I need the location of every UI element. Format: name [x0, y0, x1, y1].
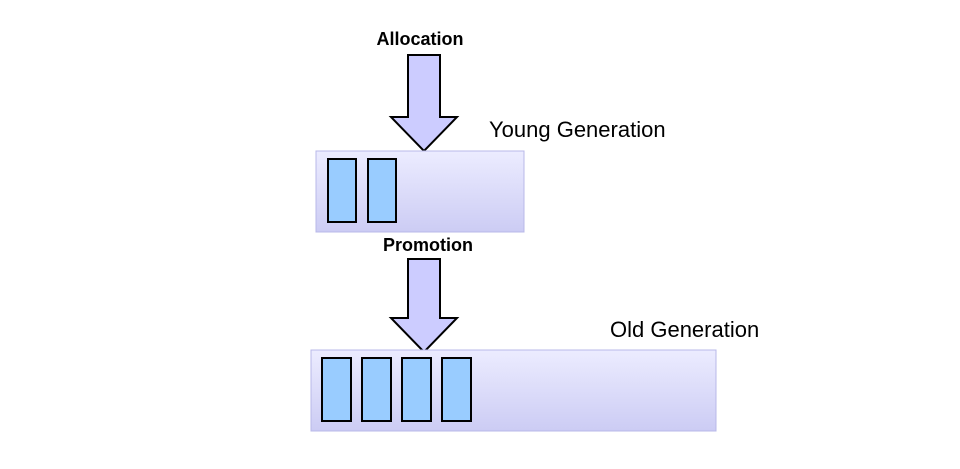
old-generation-object-block	[401, 357, 432, 422]
old-generation-object-block	[441, 357, 472, 422]
old-generation-object-block	[361, 357, 392, 422]
old-generation-label: Old Generation	[610, 317, 759, 342]
old-generation-object-block	[321, 357, 352, 422]
allocation-arrow	[388, 54, 460, 153]
old-generation-objects	[321, 357, 472, 422]
allocation-label: Allocation	[376, 29, 463, 49]
young-generation-object-block	[367, 158, 397, 223]
young-generation-label: Young Generation	[489, 117, 666, 142]
young-generation-objects	[327, 158, 397, 223]
promotion-arrow	[388, 258, 460, 354]
young-generation-object-block	[327, 158, 357, 223]
promotion-label: Promotion	[383, 235, 473, 255]
